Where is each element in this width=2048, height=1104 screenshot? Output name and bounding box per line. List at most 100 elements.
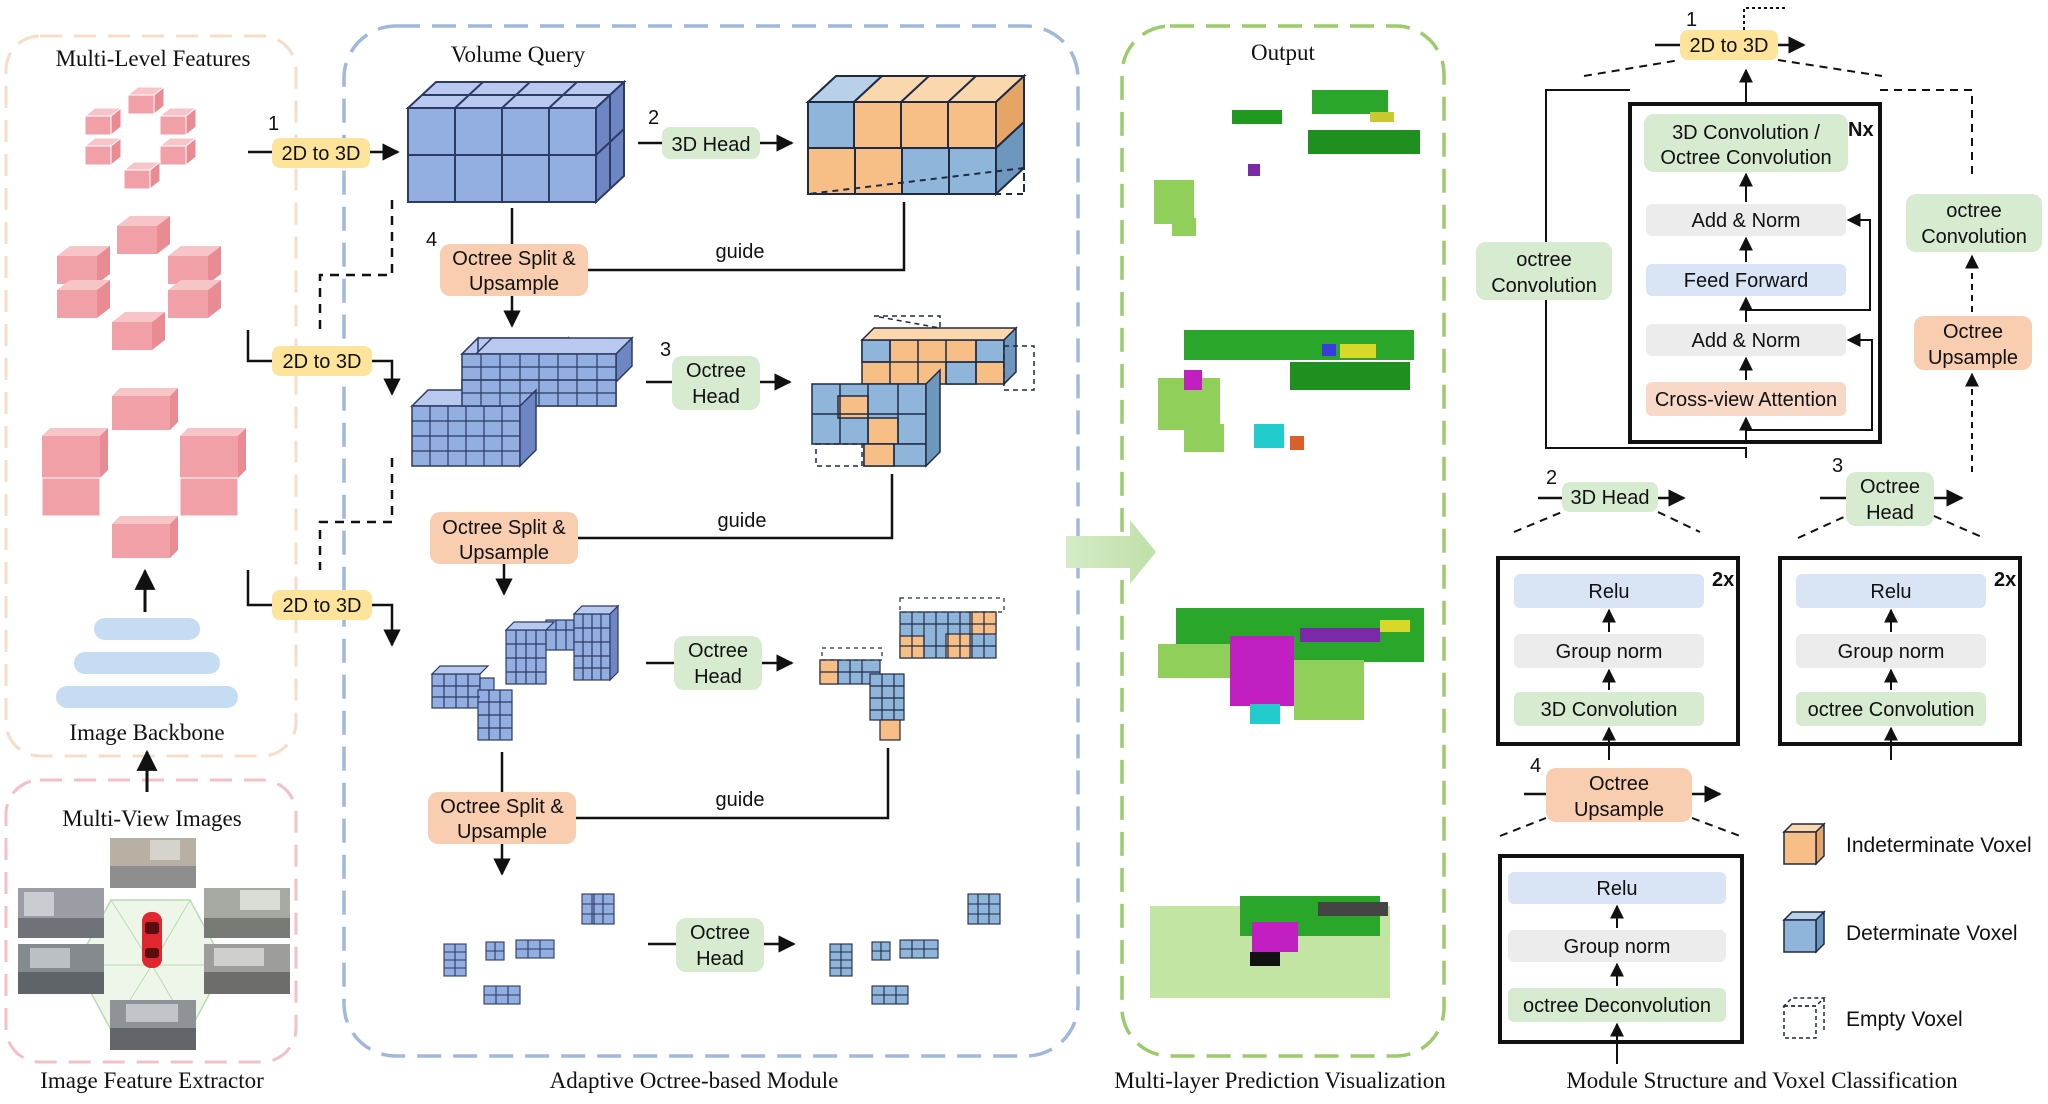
octree-head-2: 3 Octree Head bbox=[646, 339, 792, 410]
svg-text:4: 4 bbox=[1530, 755, 1541, 777]
svg-text:2D to 3D: 2D to 3D bbox=[283, 351, 362, 373]
svg-text:Group norm: Group norm bbox=[1564, 936, 1671, 958]
octree-split-upsample-1: 4 Octree Split & Upsample bbox=[426, 229, 588, 328]
svg-text:3D Head: 3D Head bbox=[672, 134, 751, 156]
structure-octree-upsample: 4 Octree Upsample bbox=[1499, 755, 1741, 837]
dashed-link-1 bbox=[318, 200, 394, 330]
structure-right-skip-line bbox=[1880, 89, 1973, 180]
svg-text:Relu: Relu bbox=[1588, 581, 1629, 603]
two-d-to-three-d-1: 1 2D to 3D bbox=[248, 113, 400, 168]
structure-octree-upsample-right: Octree Upsample bbox=[1914, 254, 2032, 472]
two-d-to-three-d-2: 2D to 3D bbox=[246, 330, 401, 396]
dashed-link-2 bbox=[318, 458, 394, 570]
svg-text:3D Convolution: 3D Convolution bbox=[1541, 699, 1678, 721]
svg-text:Head: Head bbox=[1866, 502, 1914, 524]
svg-text:octree: octree bbox=[1516, 249, 1572, 271]
svg-text:Nx: Nx bbox=[1848, 119, 1874, 141]
svg-text:Head: Head bbox=[696, 948, 744, 970]
svg-text:Cross-view Attention: Cross-view Attention bbox=[1655, 389, 1837, 411]
svg-text:Relu: Relu bbox=[1870, 581, 1911, 603]
svg-text:Octree Split &: Octree Split & bbox=[440, 796, 564, 818]
voxel-legend: Indeterminate Voxel Determinate Voxel Em… bbox=[1782, 822, 2032, 1039]
guide-label-1: guide bbox=[716, 241, 765, 263]
svg-text:Octree: Octree bbox=[690, 922, 750, 944]
multi-view-camera-images bbox=[18, 838, 290, 1050]
guide-arrow-2 bbox=[550, 474, 894, 547]
three-d-head-block: 2 3D Head bbox=[638, 107, 794, 159]
panel-output bbox=[1120, 24, 1446, 1058]
feature-ring-1 bbox=[83, 85, 198, 191]
level-2-query-gridlines bbox=[412, 354, 616, 466]
image-backbone-bars bbox=[56, 618, 238, 708]
svg-text:4: 4 bbox=[426, 229, 437, 251]
svg-text:octree Convolution: octree Convolution bbox=[1808, 699, 1975, 721]
svg-text:2D to 3D: 2D to 3D bbox=[1690, 35, 1769, 57]
volume-query-label: Volume Query bbox=[451, 42, 586, 67]
svg-text:Convolution: Convolution bbox=[1491, 275, 1597, 297]
structure-octree-convolution-right: octree Convolution bbox=[1906, 194, 2042, 252]
feature-ring-3 bbox=[41, 388, 246, 558]
svg-text:Convolution: Convolution bbox=[1921, 226, 2027, 248]
image-feature-extractor-caption: Image Feature Extractor bbox=[40, 1068, 264, 1093]
level-3-prediction-voxels bbox=[819, 597, 1005, 741]
guide-arrow-1 bbox=[554, 202, 906, 279]
svg-text:Octree: Octree bbox=[688, 640, 748, 662]
svg-text:3D Head: 3D Head bbox=[1571, 487, 1650, 509]
svg-text:octree: octree bbox=[1946, 200, 2002, 222]
svg-text:Add & Norm: Add & Norm bbox=[1692, 210, 1801, 232]
prediction-visualization-layer-1 bbox=[1154, 90, 1420, 236]
volume-query-grid bbox=[405, 79, 627, 205]
svg-text:Group norm: Group norm bbox=[1838, 641, 1945, 663]
svg-text:Octree Split &: Octree Split & bbox=[452, 248, 576, 270]
right-section-caption: Module Structure and Voxel Classificatio… bbox=[1566, 1068, 1958, 1093]
prediction-visualization-layer-2 bbox=[1158, 330, 1414, 452]
svg-text:Octree: Octree bbox=[1589, 773, 1649, 795]
structure-octree-convolution-left: octree Convolution bbox=[1476, 242, 1612, 300]
top-prediction-voxels bbox=[805, 73, 1027, 197]
svg-text:3: 3 bbox=[1832, 455, 1843, 477]
panel-multi-view-images bbox=[4, 778, 298, 1064]
prediction-visualization-layer-4 bbox=[1150, 896, 1390, 998]
two-d-to-three-d-3: 2D to 3D bbox=[246, 570, 401, 647]
prediction-visualization-layer-3 bbox=[1158, 608, 1424, 724]
structure-three-d-head: 2 3D Head bbox=[1513, 467, 1701, 533]
svg-text:Feed Forward: Feed Forward bbox=[1684, 270, 1809, 292]
guide-label-3: guide bbox=[716, 789, 765, 811]
ego-car-icon bbox=[142, 912, 162, 968]
output-caption: Multi-layer Prediction Visualization bbox=[1114, 1068, 1446, 1093]
svg-text:3: 3 bbox=[660, 339, 671, 361]
svg-text:1: 1 bbox=[268, 113, 279, 135]
svg-text:octree Deconvolution: octree Deconvolution bbox=[1523, 995, 1711, 1017]
svg-text:Upsample: Upsample bbox=[469, 273, 559, 295]
level-2-query-voxels bbox=[410, 336, 634, 468]
svg-text:Empty Voxel: Empty Voxel bbox=[1846, 1008, 1963, 1031]
svg-text:Octree Convolution: Octree Convolution bbox=[1660, 147, 1831, 169]
svg-text:2D to 3D: 2D to 3D bbox=[282, 143, 361, 165]
svg-text:Octree: Octree bbox=[686, 360, 746, 382]
legend-determinate-voxel: Determinate Voxel bbox=[1782, 910, 2018, 954]
svg-text:2D to 3D: 2D to 3D bbox=[283, 595, 362, 617]
svg-text:2x: 2x bbox=[1994, 569, 2016, 591]
svg-text:Upsample: Upsample bbox=[1928, 347, 2018, 369]
svg-text:Relu: Relu bbox=[1596, 878, 1637, 900]
adaptive-octree-module-caption: Adaptive Octree-based Module bbox=[550, 1068, 839, 1093]
octree-head-4: Octree Head bbox=[648, 918, 796, 972]
svg-text:3D Convolution /: 3D Convolution / bbox=[1672, 122, 1820, 144]
svg-text:Upsample: Upsample bbox=[459, 542, 549, 564]
octree-split-upsample-3: Octree Split & Upsample bbox=[428, 792, 576, 876]
features-title: Multi-Level Features bbox=[56, 46, 251, 71]
octree-split-upsample-2: Octree Split & Upsample bbox=[430, 512, 578, 596]
svg-text:Octree: Octree bbox=[1943, 321, 2003, 343]
svg-text:Group norm: Group norm bbox=[1556, 641, 1663, 663]
octree-head-3: Octree Head bbox=[646, 636, 794, 690]
to-output-arrow bbox=[1066, 520, 1156, 584]
svg-text:1: 1 bbox=[1686, 9, 1697, 31]
output-title: Output bbox=[1251, 40, 1316, 65]
transformer-nx-block: Nx 3D Convolution / Octree Convolution A… bbox=[1628, 102, 1882, 444]
multi-view-images-title: Multi-View Images bbox=[62, 806, 241, 831]
svg-text:Octree: Octree bbox=[1860, 476, 1920, 498]
legend-indeterminate-voxel: Indeterminate Voxel bbox=[1782, 822, 2032, 866]
svg-text:2x: 2x bbox=[1712, 569, 1734, 591]
legend-empty-voxel: Empty Voxel bbox=[1782, 997, 1963, 1039]
